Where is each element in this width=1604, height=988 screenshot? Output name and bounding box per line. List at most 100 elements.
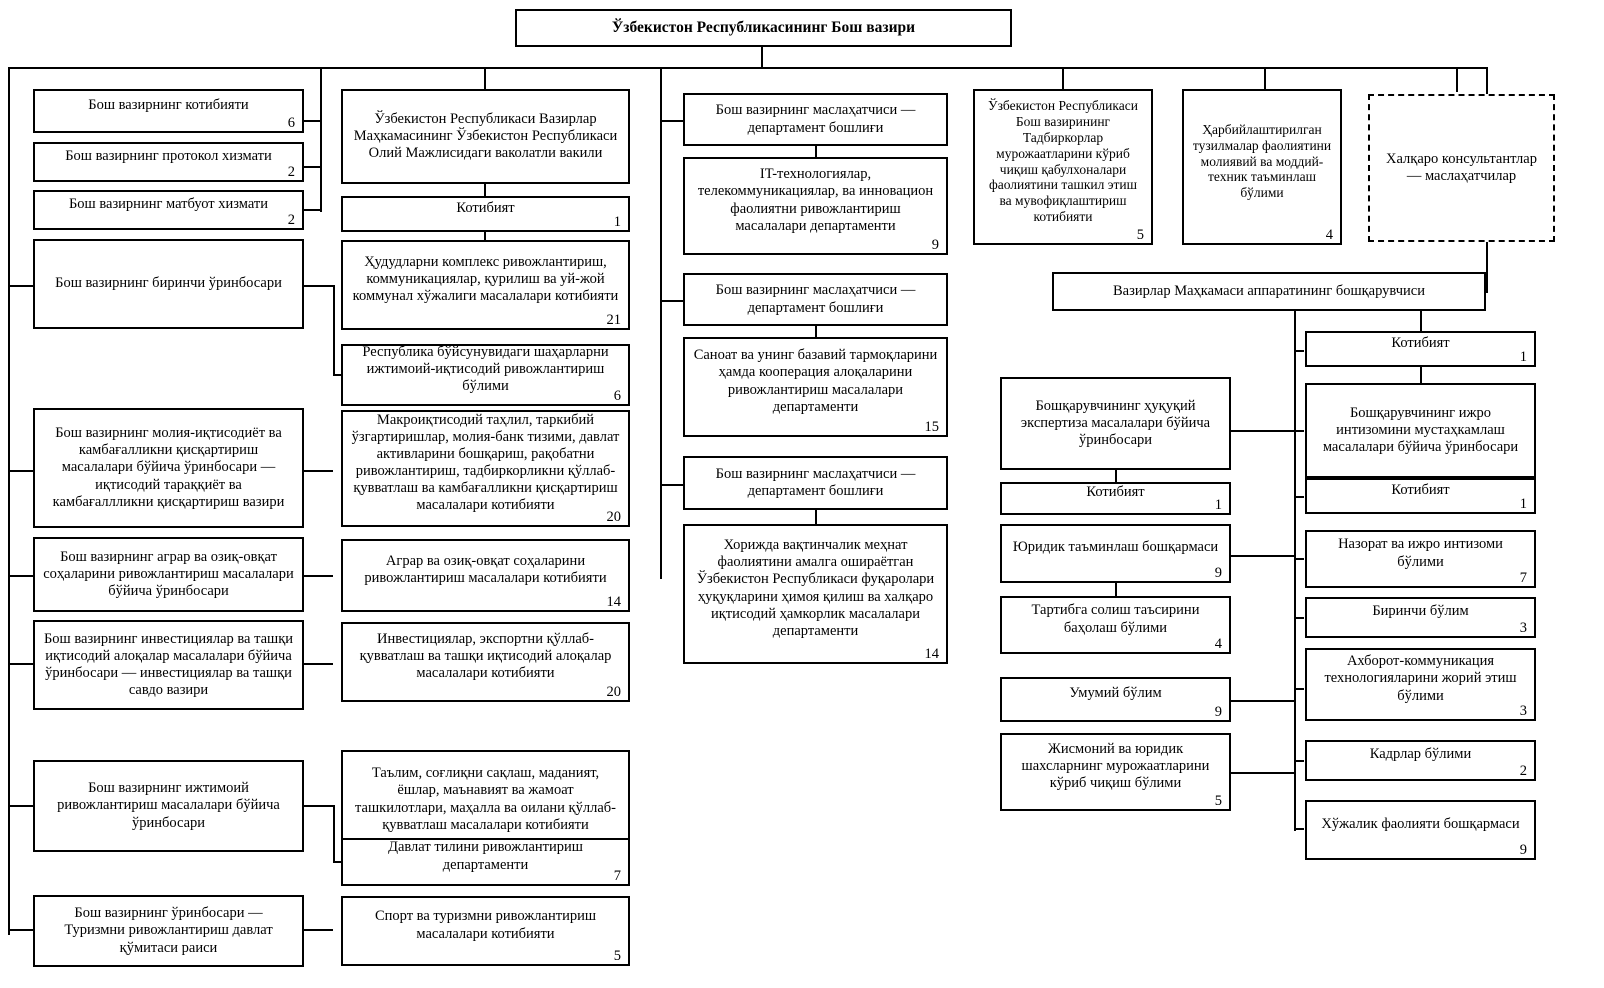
node-first-deputy-pm[interactable]: Бош вазирнинг биринчи ўринбосари (33, 239, 304, 329)
connector (303, 470, 333, 472)
node-economic-activity-department[interactable]: Хўжалик фаолияти бошқармаси 9 (1305, 800, 1536, 860)
node-deputy-manager-legal-expertise[interactable]: Бошқарувчининг ҳуқуқий экспертиза масала… (1000, 377, 1231, 470)
connector (1231, 772, 1295, 774)
connector (8, 470, 34, 472)
node-label: Умумий бўлим (1069, 685, 1162, 702)
node-dept-industry-cooperation[interactable]: Саноат ва унинг базавий тармоқларини ҳам… (683, 337, 948, 437)
node-label: Аграр ва озиқ-овқат соҳаларини ривожлант… (364, 552, 607, 586)
node-general-department[interactable]: Умумий бўлим 9 (1000, 677, 1231, 722)
connector (484, 226, 486, 240)
node-count: 9 (1214, 564, 1222, 581)
connector (303, 120, 321, 122)
node-cabinet-representative-oliy-majlis[interactable]: Ўзбекистон Республикаси Вазирлар Маҳкама… (341, 89, 630, 184)
node-dept-state-language[interactable]: Давлат тилини ривожлантириш департаменти… (341, 838, 630, 886)
node-label: Республика бўйсунувидаги шаҳарларни ижти… (362, 343, 609, 395)
node-dept-citizens-abroad-labor[interactable]: Хорижда вақтинчалик меҳнат фаолиятини ам… (683, 524, 948, 664)
node-deputy-manager-execution-discipline[interactable]: Бошқарувчининг ижро интизомини мустаҳкам… (1305, 383, 1536, 478)
node-secretariat-sport-tourism[interactable]: Спорт ва туризмни ривожлантириш масалала… (341, 896, 630, 966)
connector (8, 285, 34, 287)
node-count: 9 (931, 236, 939, 253)
connector (303, 575, 333, 577)
connector (303, 285, 333, 287)
node-secretariat-1[interactable]: Котибият 1 (341, 196, 630, 232)
node-label: Халқаро консультантлар — маслаҳатчилар (1386, 150, 1537, 184)
node-count: 14 (606, 593, 622, 610)
node-label: Инвестициялар, экспортни қўллаб-қувватла… (359, 630, 612, 682)
node-count: 3 (1519, 619, 1527, 636)
node-count: 9 (1519, 841, 1527, 858)
node-label: Бош вазирнинг маслаҳатчиси — департамент… (715, 465, 916, 499)
node-deputy-pm-investments-trade[interactable]: Бош вазирнинг инвестициялар ва ташқи иқт… (33, 620, 304, 710)
node-pm-advisor-dept-head-3[interactable]: Бош вазирнинг маслаҳатчиси — департамент… (683, 456, 948, 510)
node-manager-right-secretariat[interactable]: Котибият 1 (1305, 478, 1536, 514)
node-ict-implementation-dept[interactable]: Ахборот-коммуникация технологияларини жо… (1305, 648, 1536, 721)
node-control-execution-discipline-dept[interactable]: Назорат ва ижро интизоми бўлими 7 (1305, 530, 1536, 588)
node-citizens-appeals-review[interactable]: Жисмоний ва юридик шахсларнинг мурожаатл… (1000, 733, 1231, 811)
node-secretariat-macroeconomic[interactable]: Макроиқтисодий таҳлил, таркибий ўзгартир… (341, 410, 630, 527)
node-dept-republic-cities-development[interactable]: Республика бўйсунувидаги шаҳарларни ижти… (341, 344, 630, 406)
node-legal-support-department[interactable]: Юридик таъминлаш бошқармаси 9 (1000, 524, 1231, 583)
node-pm-protocol-service[interactable]: Бош вазирнинг протокол хизмати 2 (33, 142, 304, 182)
connector (815, 510, 817, 524)
connector (484, 182, 486, 198)
node-label: Ахборот-коммуникация технологияларини жо… (1324, 653, 1517, 704)
node-count: 4 (1214, 635, 1222, 652)
connector (1294, 688, 1304, 690)
node-label: Бошқарувчининг ижро интизомини мустаҳкам… (1322, 404, 1519, 456)
node-label: Ҳарбийлаштирилган тузилмалар фаолиятини … (1192, 121, 1332, 201)
connector (1294, 828, 1304, 830)
node-label: Таълим, соғлиқни сақлаш, маданият, ёшлар… (355, 765, 616, 833)
connector (1231, 430, 1295, 432)
node-secretariat-entrepreneurs-reception[interactable]: Ўзбекистон Республикаси Бош вазирининг Т… (973, 89, 1153, 245)
connector (8, 67, 10, 287)
connector (1420, 367, 1422, 383)
node-cabinet-apparatus-manager[interactable]: Вазирлар Маҳкамаси аппаратининг бошқарув… (1052, 272, 1486, 311)
root-node[interactable]: Ўзбекистон Республикасининг Бош вазири (515, 9, 1012, 47)
node-international-consultants[interactable]: Халқаро консультантлар — маслаҳатчилар (1368, 94, 1555, 242)
node-deputy-pm-tourism[interactable]: Бош вазирнинг ўринбосари — Туризмни риво… (33, 895, 304, 967)
node-label: Бош вазирнинг маслаҳатчиси — департамент… (715, 102, 916, 136)
node-label: Макроиқтисодий таҳлил, таркибий ўзгартир… (351, 411, 620, 514)
node-secretariat-agrarian-food[interactable]: Аграр ва озиқ-овқат соҳаларини ривожлант… (341, 539, 630, 612)
connector (333, 805, 335, 862)
node-dept-militarized-structures-supply[interactable]: Ҳарбийлаштирилган тузилмалар фаолиятини … (1182, 89, 1342, 245)
node-manager-left-secretariat[interactable]: Котибият 1 (1000, 482, 1231, 515)
node-label: Котибият (1391, 481, 1450, 498)
node-pm-advisor-dept-head-1[interactable]: Бош вазирнинг маслаҳатчиси — департамент… (683, 93, 948, 146)
node-label: Бош вазирнинг аграр ва озиқ-овқат соҳала… (43, 548, 294, 600)
node-count: 1 (1519, 495, 1527, 512)
node-deputy-pm-finance-economy[interactable]: Бош вазирнинг молия-иқтисодиёт ва камбағ… (33, 408, 304, 528)
connector (660, 484, 683, 486)
node-label: Жисмоний ва юридик шахсларнинг мурожаатл… (1021, 740, 1210, 792)
root-label: Ўзбекистон Республикасининг Бош вазири (611, 18, 916, 36)
connector (8, 663, 34, 665)
node-secretariat-territories-communications[interactable]: Ҳудудларни комплекс ривожлантириш, комму… (341, 240, 630, 330)
node-label: Вазирлар Маҳкамаси аппаратининг бошқарув… (1113, 282, 1425, 299)
node-count: 7 (1519, 569, 1527, 586)
connector (1294, 350, 1304, 352)
connector (660, 120, 683, 122)
node-first-department[interactable]: Биринчи бўлим 3 (1305, 597, 1536, 638)
node-label: Бош вазирнинг протокол хизмати (65, 147, 272, 164)
node-count: 5 (613, 947, 621, 964)
node-pm-advisor-dept-head-2[interactable]: Бош вазирнинг маслаҳатчиси — департамент… (683, 273, 948, 326)
node-personnel-department[interactable]: Кадрлар бўлими 2 (1305, 740, 1536, 781)
node-label: Бошқарувчининг ҳуқуқий экспертиза масала… (1020, 397, 1211, 449)
node-secretariat-investments-export[interactable]: Инвестициялар, экспортни қўллаб-қувватла… (341, 622, 630, 702)
node-label: Бош вазирнинг котибияти (88, 96, 249, 113)
connector (320, 107, 322, 212)
node-count: 9 (1214, 703, 1222, 720)
connector (8, 575, 34, 577)
node-pm-secretariat[interactable]: Бош вазирнинг котибияти 6 (33, 89, 304, 133)
connector (1294, 760, 1304, 762)
node-manager-secretariat-top[interactable]: Котибият 1 (1305, 331, 1536, 367)
node-label: Кадрлар бўлими (1369, 746, 1472, 763)
connector (484, 67, 486, 92)
node-deputy-pm-agrarian-food[interactable]: Бош вазирнинг аграр ва озиқ-овқат соҳала… (33, 537, 304, 612)
node-count: 1 (1519, 348, 1527, 365)
node-regulatory-impact-assessment[interactable]: Тартибга солиш таъсирини баҳолаш бўлими … (1000, 596, 1231, 654)
node-count: 20 (606, 683, 622, 700)
node-dept-it-telecom-innovation[interactable]: IT-технологиялар, телекоммуникациялар, в… (683, 157, 948, 255)
node-deputy-pm-social-development[interactable]: Бош вазирнинг ижтимоий ривожлантириш мас… (33, 760, 304, 852)
node-pm-press-service[interactable]: Бош вазирнинг матбуот хизмати 2 (33, 190, 304, 230)
